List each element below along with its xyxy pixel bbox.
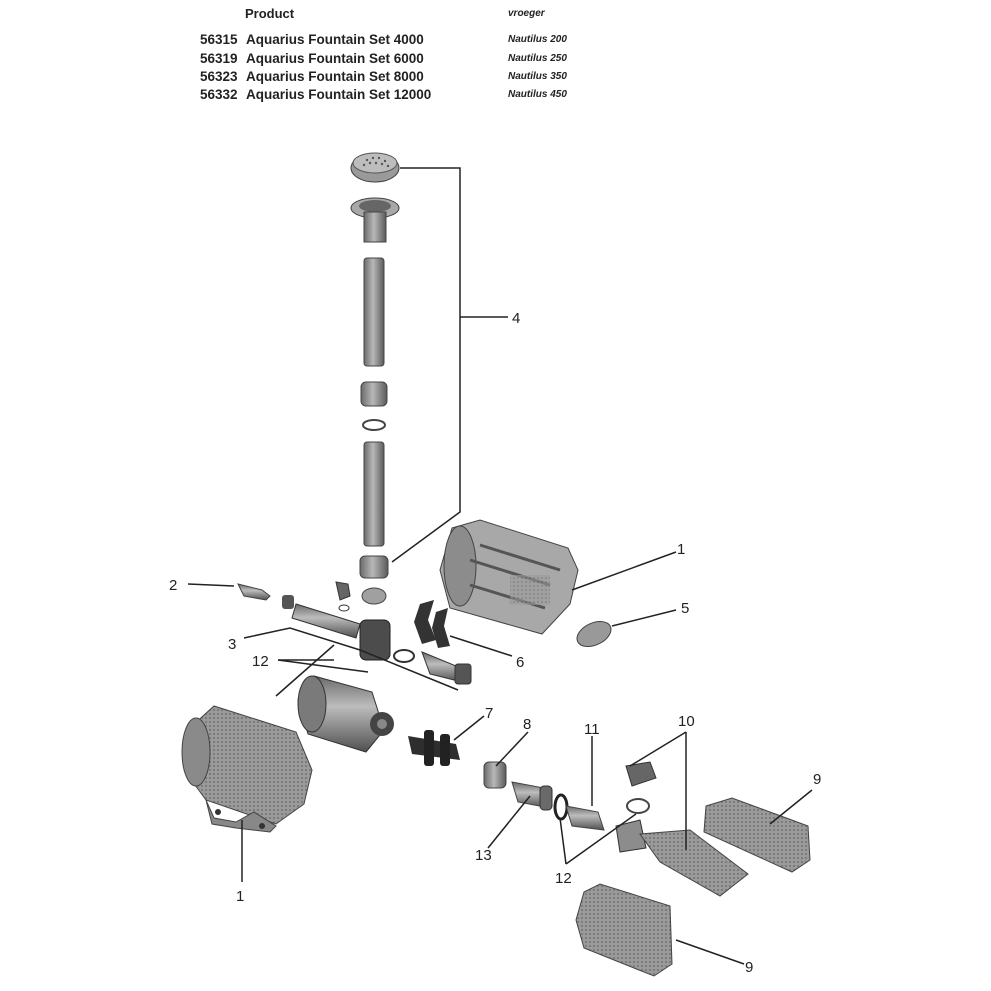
table-row: 56323 Aquarius Fountain Set 8000 Nautilu… [190,69,610,87]
callout-4: 4 [512,310,520,327]
product-table: Product vroeger 56315 Aquarius Fountain … [190,4,610,104]
callout-13: 13 [475,847,492,864]
callout-1-upper: 1 [677,541,685,558]
oval-cover-part [576,620,612,648]
product-name: Aquarius Fountain Set 8000 [246,69,424,84]
callout-1-lower: 1 [236,888,244,905]
table-row: 56332 Aquarius Fountain Set 12000 Nautil… [190,87,610,105]
callout-12-lower: 12 [555,870,572,887]
t-distributor-part [282,581,472,685]
housing-upper-part [439,519,579,635]
leader-lines [187,167,813,965]
threaded-adapter-part [511,781,553,811]
intake-elbow-part [615,761,749,897]
callout-3: 3 [228,636,236,653]
product-code: 56319 [200,51,238,66]
hose-connector-part [237,583,271,601]
callout-11: 11 [584,721,600,738]
product-name: Aquarius Fountain Set 6000 [246,51,424,66]
callout-2: 2 [169,577,177,594]
coupling-part [565,805,605,831]
old-name: Nautilus 250 [508,53,567,64]
header-old-name: vroeger [508,8,545,19]
impeller-connector-part [408,730,460,766]
pump-motor-part [297,675,394,753]
callout-7: 7 [485,705,493,722]
cable-clip-part [414,600,450,648]
product-name: Aquarius Fountain Set 12000 [246,87,432,102]
old-name: Nautilus 200 [508,34,567,45]
header-product: Product [245,6,295,21]
callout-12-upper: 12 [252,653,269,670]
callout-5: 5 [681,600,689,617]
product-code: 56332 [200,87,238,102]
product-name: Aquarius Fountain Set 4000 [246,32,424,47]
product-code: 56315 [200,32,238,47]
fountain-head-assembly [350,152,400,605]
old-name: Nautilus 350 [508,71,567,82]
callout-6: 6 [516,654,524,671]
table-row: 56319 Aquarius Fountain Set 6000 Nautilu… [190,51,610,69]
table-row: 56315 Aquarius Fountain Set 4000 Nautilu… [190,32,610,50]
filter-cover-upper-part [703,797,811,873]
callout-9-lower: 9 [745,959,753,976]
callout-8: 8 [523,716,531,733]
housing-lower-part [181,705,313,833]
product-code: 56323 [200,69,238,84]
callout-10: 10 [678,713,695,730]
old-name: Nautilus 450 [508,89,567,100]
filter-cover-lower-part [575,883,673,977]
callout-9-upper: 9 [813,771,821,788]
nut-part [483,761,507,789]
